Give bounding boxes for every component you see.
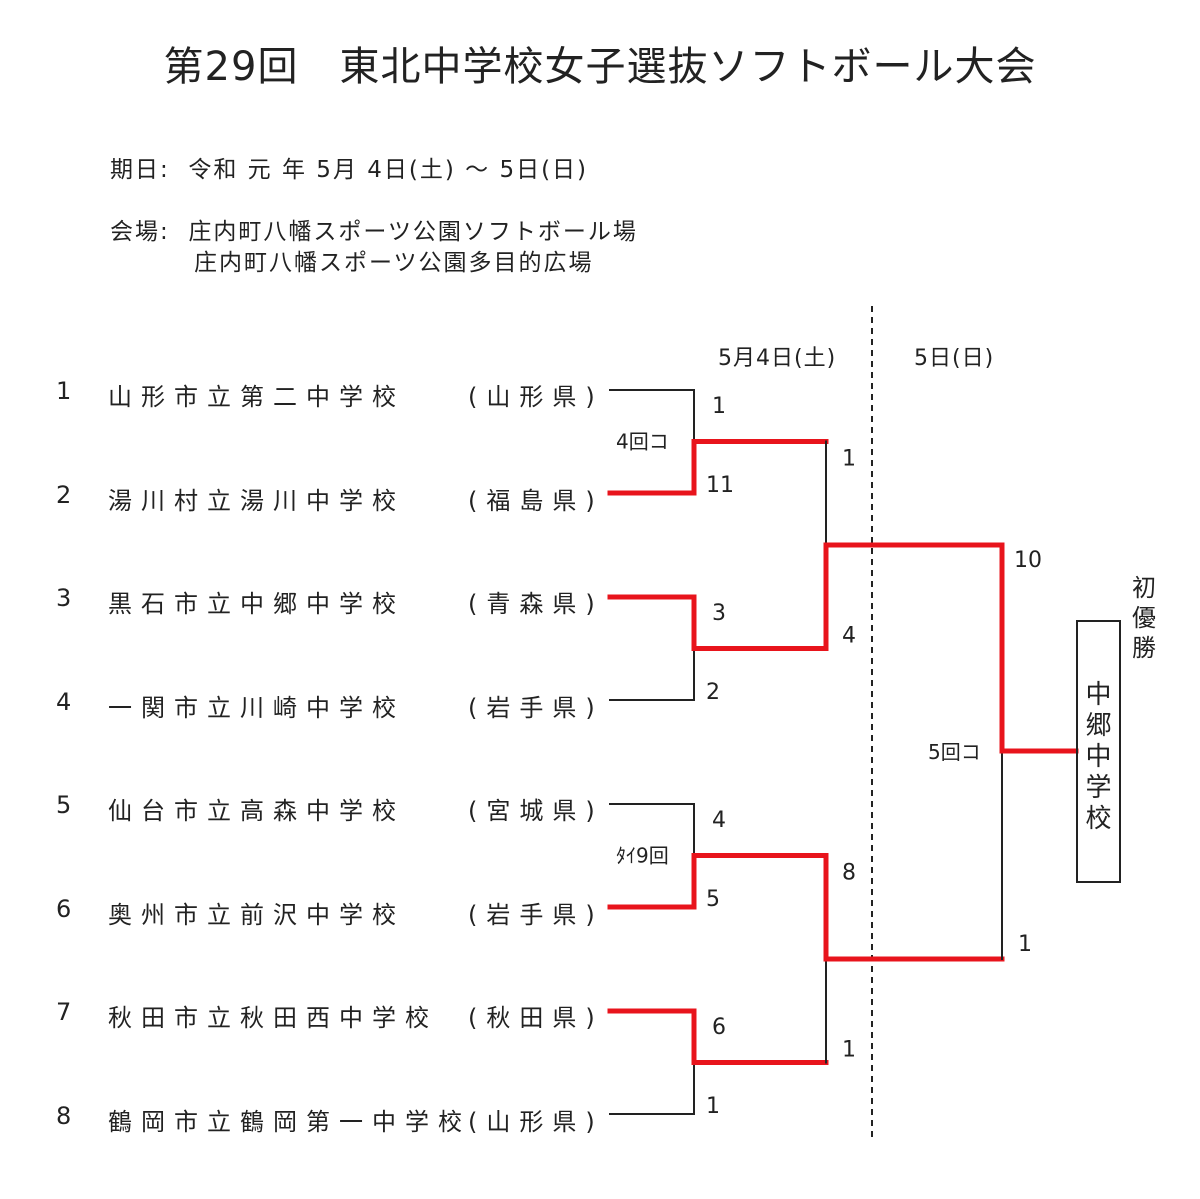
team-number: 1: [56, 377, 72, 405]
team-number: 7: [56, 998, 72, 1026]
champion-label: 初優勝: [1132, 574, 1156, 662]
team-prefecture: (福島県): [468, 486, 604, 515]
round1-score: 2: [706, 680, 720, 705]
schedule-value: 令和 元 年 5月 4日(土) ～ 5日(日): [188, 157, 589, 183]
venue-value-2: 庄内町八幡スポーツ公園多目的広場: [194, 250, 594, 276]
venue-value-1: 庄内町八幡スポーツ公園ソフトボール場: [188, 219, 638, 245]
team-name: 山形市立第二中学校: [108, 383, 405, 411]
team-number: 5: [56, 791, 72, 819]
team-row: 4 一関市立川崎中学校 (岩手県): [0, 688, 610, 728]
team-name: 湯川村立湯川中学校: [108, 486, 405, 515]
final-note: 5回コ: [928, 740, 981, 764]
team-name: 一関市立川崎中学校: [108, 693, 405, 722]
team-prefecture: (宮城県): [468, 797, 604, 825]
team-row: 5 仙台市立高森中学校 (宮城県): [0, 791, 610, 831]
final-score: 10: [1014, 548, 1042, 573]
round1-score: 4: [712, 808, 726, 833]
team-prefecture: (青森県): [468, 590, 604, 618]
team-prefecture: (山形県): [468, 383, 604, 411]
team-number: 4: [56, 687, 72, 716]
team-row: 6 奥州市立前沢中学校 (岩手県): [0, 895, 610, 935]
round1-score: 1: [706, 1094, 720, 1119]
champion-name: 中郷中学校: [1085, 680, 1112, 834]
round1-note: ﾀｲ9回: [616, 844, 669, 868]
round1-score: 11: [706, 473, 734, 498]
team-prefecture: (山形県): [468, 1107, 604, 1136]
team-name: 奥州市立前沢中学校: [108, 900, 405, 929]
round1-score: 3: [712, 601, 726, 626]
team-row: 2 湯川村立湯川中学校 (福島県): [0, 481, 610, 521]
venue-label: 会場:: [110, 219, 170, 245]
team-number: 8: [56, 1101, 72, 1130]
team-row: 7 秋田市立秋田西中学校 (秋田県): [0, 998, 610, 1038]
venue-line-1: 会場: 庄内町八幡スポーツ公園ソフトボール場: [110, 212, 638, 246]
schedule-label: 期日:: [110, 157, 170, 183]
champion-box: 中郷中学校: [1076, 620, 1121, 883]
team-prefecture: (秋田県): [468, 1004, 604, 1032]
team-name: 鶴岡市立鶴岡第一中学校: [108, 1107, 471, 1136]
team-number: 3: [56, 584, 72, 612]
day-header-2: 5日(日): [914, 346, 995, 371]
team-name: 黒石市立中郷中学校: [108, 590, 405, 618]
day-header-1: 5月4日(土): [718, 346, 837, 371]
semifinal-score: 1: [842, 1038, 856, 1063]
round1-score: 6: [712, 1015, 726, 1040]
schedule-line: 期日: 令和 元 年 5月 4日(土) ～ 5日(日): [110, 150, 588, 184]
team-row: 3 黒石市立中郷中学校 (青森県): [0, 584, 610, 624]
team-name: 秋田市立秋田西中学校: [108, 1004, 438, 1032]
round1-score: 1: [712, 394, 726, 419]
semifinal-score: 1: [842, 447, 856, 472]
venue-line-2: 庄内町八幡スポーツ公園多目的広場: [194, 243, 594, 277]
team-number: 2: [56, 480, 72, 509]
round1-note: 4回コ: [616, 430, 669, 454]
team-number: 6: [56, 894, 72, 923]
team-prefecture: (岩手県): [468, 693, 604, 722]
page-title: 第29回 東北中学校女子選抜ソフトボール大会: [163, 44, 1037, 90]
final-score: 1: [1018, 932, 1032, 957]
team-name: 仙台市立高森中学校: [108, 797, 405, 825]
round1-score: 5: [706, 887, 720, 912]
team-row: 1 山形市立第二中学校 (山形県): [0, 377, 610, 417]
team-row: 8 鶴岡市立鶴岡第一中学校(山形県): [0, 1102, 610, 1142]
team-prefecture: (岩手県): [468, 900, 604, 929]
semifinal-score: 8: [842, 861, 856, 886]
semifinal-score: 4: [842, 624, 856, 649]
